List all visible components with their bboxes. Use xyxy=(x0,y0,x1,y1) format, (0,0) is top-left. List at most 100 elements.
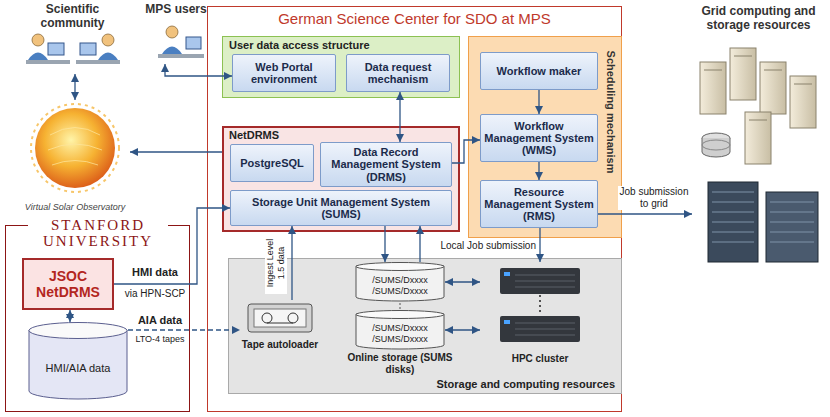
cylinder-outline xyxy=(28,322,128,400)
connector xyxy=(74,74,75,100)
process-box: Storage Unit Management System (SUMS) xyxy=(230,190,452,226)
grid-servers-image-part xyxy=(790,76,816,128)
annotation: LTO-4 tapes xyxy=(130,334,190,344)
data-cylinder: HMI/AIA data xyxy=(28,322,128,400)
disk-cylinder: /SUMS/Dxxxx/SUMS/Dxxxx xyxy=(355,262,445,302)
grid-servers-image-part xyxy=(702,140,730,150)
node-text: NetDRMS xyxy=(229,129,279,141)
edge-label: Job submission to grid xyxy=(618,186,690,210)
cylinder-top xyxy=(356,311,444,319)
observatory: Virtual Solar Observatory xyxy=(20,100,130,212)
user-icon-part xyxy=(162,47,182,55)
node-text: Online storage (SUMS disks) xyxy=(345,352,455,376)
system-box: JSOC NetDRMS xyxy=(22,258,114,310)
node-text: Storage and computing resources xyxy=(437,378,615,390)
connector xyxy=(130,151,222,152)
node-text: Data Record Management System (DRMS) xyxy=(321,146,451,182)
process-box: Data request mechanism xyxy=(346,54,450,92)
grid-servers-image-part xyxy=(766,192,818,262)
connector xyxy=(69,310,70,322)
scientist-icon-part xyxy=(28,53,48,61)
node-text: German Science Center for SDO at MPS xyxy=(208,10,621,27)
server-icon-part xyxy=(500,268,580,294)
node-text: PostgreSQL xyxy=(237,157,307,169)
grid-servers-image-part xyxy=(760,62,786,114)
server-icon-part xyxy=(504,272,510,276)
node-text: Scheduling mechanism xyxy=(601,37,621,187)
server-icon xyxy=(500,268,580,342)
node-text: Workflow maker xyxy=(494,65,585,77)
edge-label: Ingest Level 1.5 data xyxy=(265,232,287,294)
node-text: /SUMS/Dxxxx xyxy=(372,323,428,334)
scientist-icon-part xyxy=(102,34,114,46)
edge-label: AIA data xyxy=(132,314,188,326)
process-box: Web Portal environment xyxy=(232,54,336,92)
group-box: NetDRMS PostgreSQL Data Record Management … xyxy=(222,126,460,232)
grid-servers-image-part xyxy=(730,48,756,100)
tape-autoloader: Tape autoloader xyxy=(240,300,320,350)
connector xyxy=(452,140,480,163)
node-text: HMI/AIA data xyxy=(46,362,111,374)
process-box: Resource Management System (RMS) xyxy=(480,180,598,228)
grid-servers-image-part xyxy=(702,133,730,143)
node-text: Scientific community xyxy=(15,2,130,30)
node-text: /SUMS/Dxxxx xyxy=(372,275,428,286)
node-text: /SUMS/Dxxxx xyxy=(372,286,428,297)
node-text: User data access structure xyxy=(229,39,370,51)
annotation: via HPN-SCP xyxy=(118,288,192,299)
edge-label: HMI data xyxy=(118,266,192,278)
grid-servers-image-part xyxy=(712,192,814,242)
node-text: Storage Unit Management System (SUMS) xyxy=(231,196,451,220)
connector xyxy=(445,281,480,282)
cylinder-top xyxy=(29,323,127,339)
server-icon-part xyxy=(515,275,575,287)
user-icon-part xyxy=(186,37,201,49)
tape-drive-icon-part xyxy=(262,313,272,323)
connector xyxy=(165,64,232,76)
dotted-link xyxy=(400,303,401,310)
scientist-icon-part xyxy=(98,53,118,61)
node-text: STANFORD UNIVERSITY xyxy=(28,217,168,249)
actor-group: Scientific community xyxy=(15,2,130,74)
grid-servers-image-part xyxy=(708,182,758,262)
group-box: Scheduling mechanism Workflow makerWorkfl… xyxy=(468,36,622,238)
grid-servers-image-part xyxy=(745,112,771,164)
scientist-icon-part xyxy=(26,60,70,64)
sun-image-part xyxy=(31,104,119,192)
node-text: Data request mechanism xyxy=(347,61,449,85)
connector xyxy=(445,329,480,330)
resource-region: Storage and computing resources Tape auto… xyxy=(228,258,622,394)
sun-image-part xyxy=(48,128,102,166)
user-icon-part xyxy=(166,26,178,38)
tape-drive-icon-part xyxy=(248,304,312,332)
scientist-icon-part xyxy=(80,43,96,55)
node-text: JSOC NetDRMS xyxy=(24,268,112,300)
grid-servers-image xyxy=(700,48,818,262)
node-text: HPC cluster xyxy=(480,353,600,364)
sun-image xyxy=(31,104,119,192)
connector xyxy=(384,226,385,262)
cylinder-body xyxy=(29,330,127,399)
connector xyxy=(538,90,539,114)
disk-cylinder: /SUMS/Dxxxx/SUMS/DxxxxOnline storage (SU… xyxy=(355,310,445,350)
tape-drive-icon-part xyxy=(267,323,293,324)
process-box: Workflow maker xyxy=(480,52,598,90)
tape-drive-icon-part xyxy=(254,309,306,327)
cylinder-body xyxy=(356,314,444,349)
connector xyxy=(399,92,400,142)
server-icon-part xyxy=(504,320,510,324)
node-text: Virtual Solar Observatory xyxy=(20,202,130,212)
user-icon-part xyxy=(158,54,204,58)
server-icon-part xyxy=(515,323,575,335)
connector xyxy=(128,329,240,330)
node-text: Workflow Management System (WMS) xyxy=(481,120,597,156)
server-icon-part xyxy=(500,316,580,342)
scientist-icon-part xyxy=(76,60,120,64)
node-text: /SUMS/Dxxxx xyxy=(372,334,428,345)
node-text: MPS users xyxy=(140,2,212,16)
process-box: PostgreSQL xyxy=(230,144,314,182)
connector xyxy=(538,162,539,180)
scientist-icon xyxy=(26,34,120,64)
grid-servers-image-part xyxy=(700,62,726,114)
